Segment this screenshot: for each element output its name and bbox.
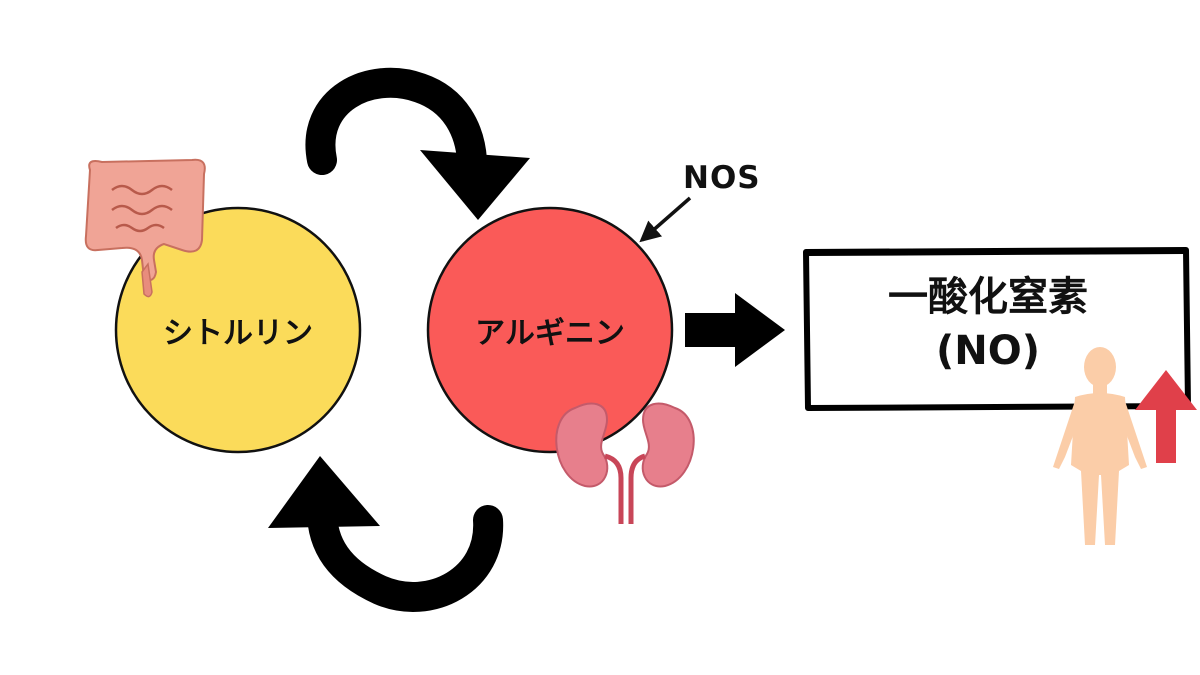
cycle-arrow-top	[305, 67, 530, 220]
product-abbrev: (NO)	[935, 328, 1041, 374]
product-label: 一酸化窒素 (NO)	[808, 270, 1168, 378]
product-name: 一酸化窒素	[888, 274, 1088, 320]
cycle-arrow-bottom	[268, 456, 504, 612]
arginine-node	[426, 206, 674, 454]
citrulline-label: シトルリン	[163, 316, 313, 351]
nos-label: NOS	[683, 160, 761, 196]
human-body-icon	[1053, 347, 1147, 545]
output-arrow	[685, 293, 785, 367]
kidney-icon	[555, 402, 695, 524]
arginine-label: アルギニン	[475, 316, 625, 351]
intestine-icon	[84, 158, 206, 298]
up-arrow-icon	[1135, 370, 1197, 463]
citrulline-node	[114, 206, 362, 454]
nos-pointer-arrow	[639, 196, 692, 243]
